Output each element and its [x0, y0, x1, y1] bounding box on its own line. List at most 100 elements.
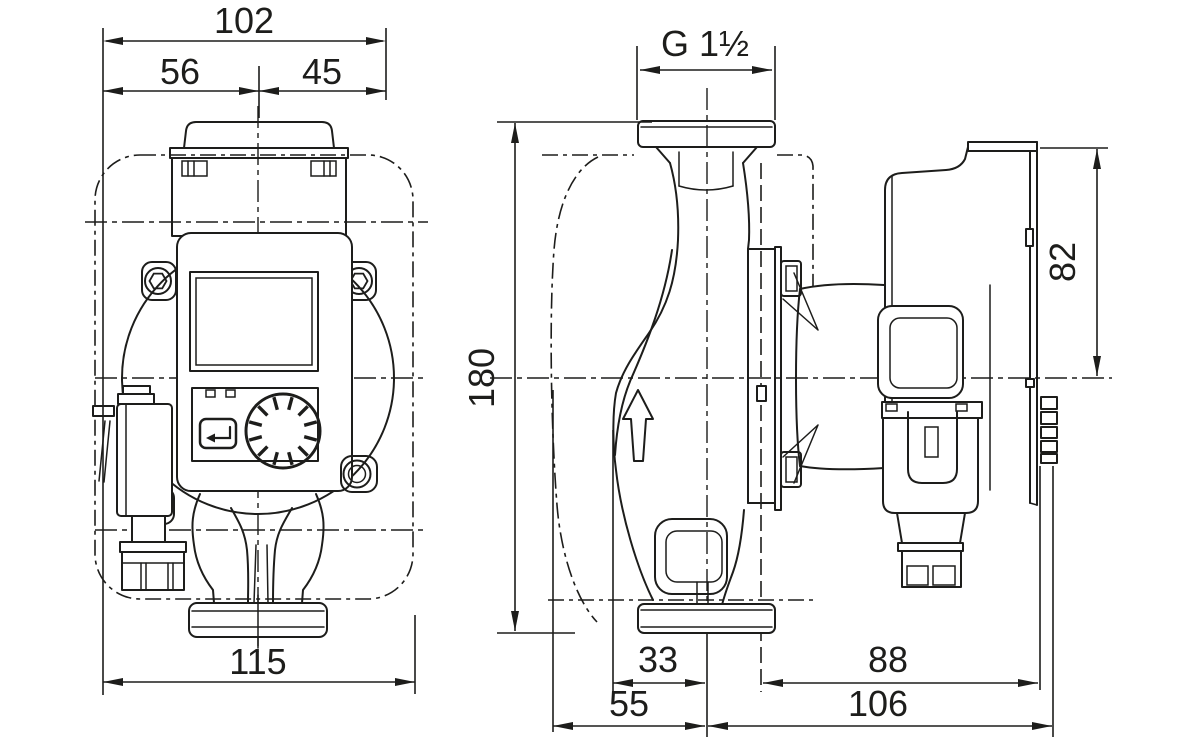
selector-knob-icon [244, 392, 322, 470]
screw-pointer-top [782, 272, 819, 331]
front-connector-plug [92, 385, 187, 591]
side-motor-barrel [795, 283, 885, 471]
top-cap [183, 121, 335, 149]
cap-plate [169, 147, 349, 159]
arrowhead [103, 37, 123, 45]
thread-bore-bottom [678, 185, 734, 191]
housing-right-outline [742, 162, 751, 250]
plug-ring [897, 542, 964, 552]
knurl-ridge [1040, 453, 1058, 464]
connector-cap-base [117, 393, 155, 405]
module-clip-small [1025, 378, 1035, 388]
volute-left-wing [191, 493, 215, 604]
plug-body [882, 417, 979, 514]
connector-pin [103, 420, 111, 483]
connector-neck [131, 515, 166, 543]
reset-button [198, 417, 238, 450]
front-motor-top [169, 121, 349, 237]
arrowhead [366, 37, 386, 45]
flange-clip [756, 385, 767, 402]
led-indicator [205, 389, 216, 398]
plug-band-tab [885, 403, 898, 412]
funnel-right [272, 507, 293, 604]
arrowhead [613, 679, 633, 687]
bottom-port-flange [637, 603, 776, 634]
dim-front-overall-width: 102 [214, 0, 274, 41]
arrowhead [1093, 149, 1101, 169]
screw-pointer-bottom [782, 424, 819, 484]
dim-front-right-of-center: 45 [302, 51, 342, 92]
screw-inner [785, 456, 798, 483]
arrowhead [239, 87, 259, 95]
neck-taper [655, 146, 671, 164]
arrowhead [511, 123, 519, 143]
front-view: 102 56 45 115 [85, 0, 428, 695]
arrowhead [685, 679, 705, 687]
funnel-inner [266, 544, 269, 604]
front-insulation-shell-outline [94, 154, 414, 600]
dim-side-module-height: 82 [1042, 242, 1083, 282]
arrowhead [685, 722, 705, 730]
arrowhead [511, 611, 519, 631]
volute-right-wing [301, 493, 325, 604]
terminal-box [877, 305, 964, 399]
front-dimensions: 102 56 45 115 [102, 0, 416, 695]
dim-side-overall-height: 180 [461, 348, 502, 408]
side-clamp-ring [756, 246, 819, 511]
dim-side-axis-to-foot: 33 [638, 639, 678, 680]
side-pump-housing [612, 162, 776, 634]
terminal-block [121, 551, 185, 591]
module-plug-assembly [881, 401, 983, 588]
barrel-end [795, 288, 801, 467]
side-dimensions: G 1½ 180 82 33 55 88 106 [461, 23, 1108, 737]
foot-window-inner [665, 530, 723, 583]
arrowhead [553, 722, 573, 730]
arrowhead [1018, 679, 1038, 687]
connector-cap [122, 385, 151, 395]
dim-side-port-thread: G 1½ [661, 23, 749, 64]
arrowhead [259, 87, 279, 95]
module-clip [1025, 228, 1034, 247]
plug-recess [932, 565, 956, 586]
arrowhead [1032, 722, 1052, 730]
module-front-edge [884, 146, 969, 471]
display-frame [189, 271, 319, 372]
rear-cover-top [967, 141, 1038, 152]
knurl-ridge [1040, 440, 1058, 453]
rear-cover-bottom [1029, 502, 1038, 506]
arrowhead [1093, 356, 1101, 376]
connector-pin [98, 420, 106, 482]
clamp-plate [774, 246, 782, 511]
side-insulation-shell-outline [542, 154, 815, 623]
neck-taper [742, 146, 758, 164]
cable-gland-knurl [1040, 396, 1058, 464]
dim-front-left-of-center: 56 [160, 51, 200, 92]
knurl-ridge [1040, 396, 1058, 410]
arrowhead [640, 66, 660, 74]
hex-screw-icon [144, 267, 172, 295]
plug-slot [924, 426, 939, 458]
port-flange [637, 120, 776, 148]
arrowhead [395, 678, 415, 686]
arrowhead [752, 66, 772, 74]
knurl-ridge [1040, 426, 1058, 439]
housing-inner-contour [614, 249, 673, 456]
plug-band-tab [955, 403, 968, 412]
flow-direction-arrow-icon [622, 389, 654, 462]
housing-left-outline [612, 162, 680, 601]
front-control-module [176, 232, 378, 493]
terminal-box-inner [889, 317, 958, 389]
arrowhead [103, 87, 123, 95]
return-arrow-icon [213, 425, 232, 440]
knurl-ridge [1040, 411, 1058, 425]
led-indicator [225, 389, 236, 398]
knob-ring [244, 392, 322, 470]
arrowhead [366, 87, 386, 95]
funnel-inner [253, 544, 257, 604]
barrel-top [799, 283, 885, 290]
screw-ring-inner [347, 464, 367, 484]
connector-flange [119, 541, 187, 553]
shell-top-right [777, 154, 814, 286]
